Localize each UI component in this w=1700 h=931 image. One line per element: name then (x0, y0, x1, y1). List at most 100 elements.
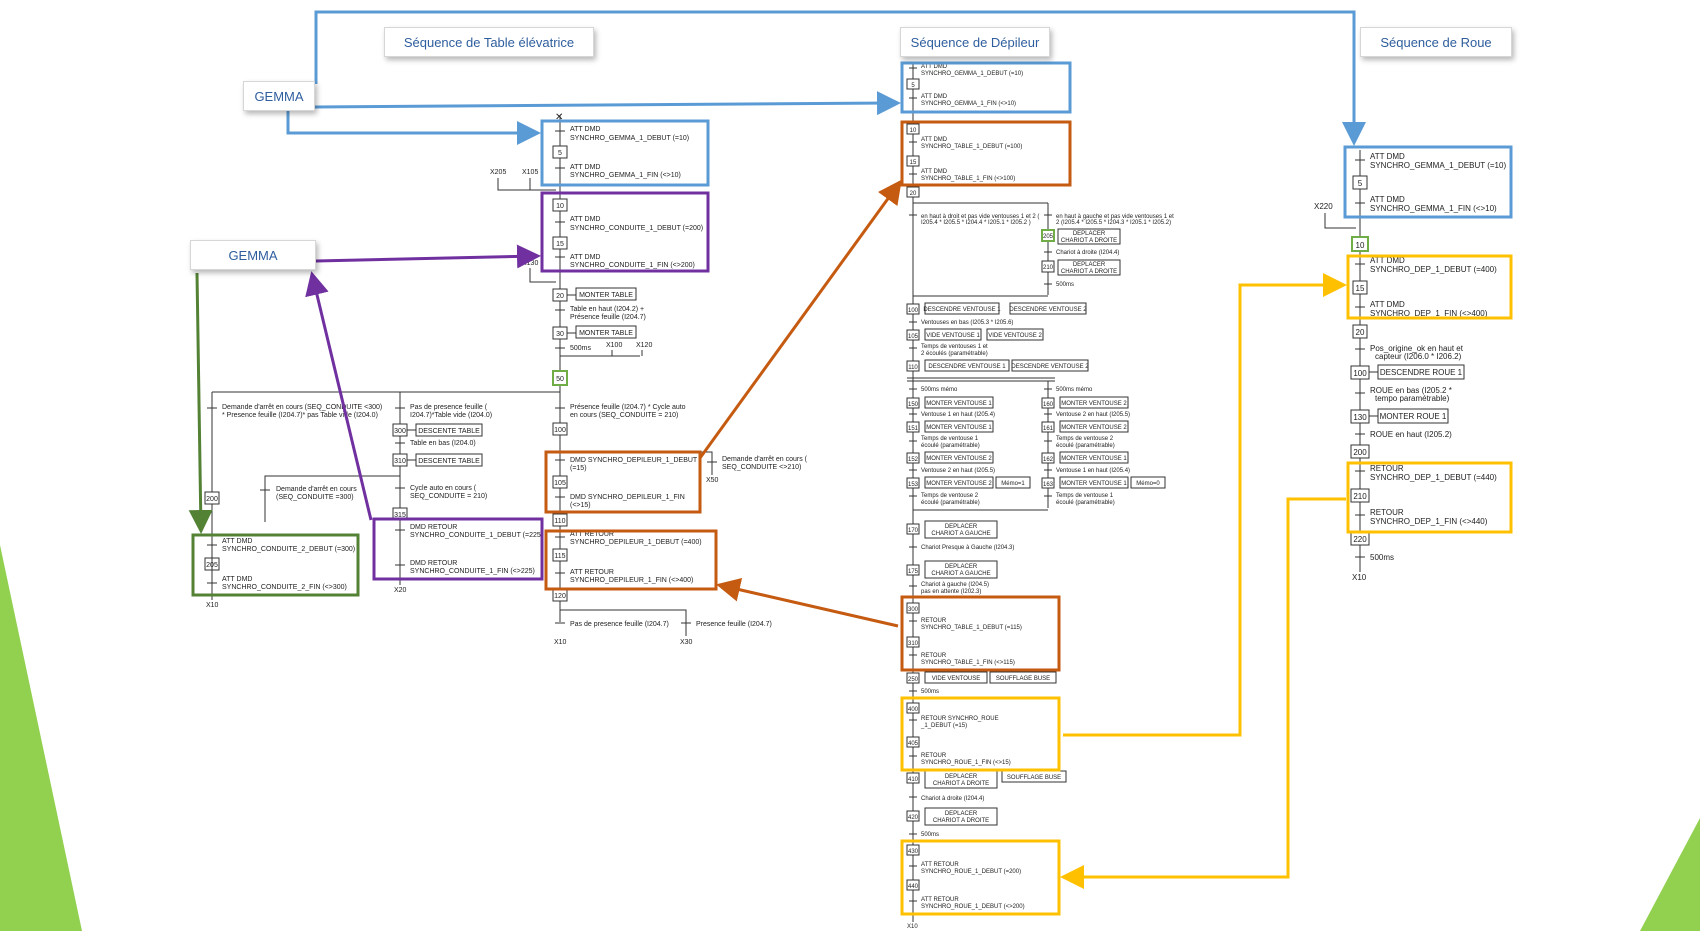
gemma-box-left: GEMMA (190, 240, 316, 270)
arrow-orange-back (716, 577, 899, 628)
table-t-att1: ATT DMD (570, 126, 600, 133)
table-step-50: 50 (556, 376, 564, 383)
table-t-gemma1-fin: SYNCHRO_GEMMA_1_FIN (<>10) (570, 172, 681, 179)
dep-t-500e: 500ms (921, 832, 939, 838)
frame-orange-dep-2 (900, 595, 1061, 672)
dep-t-cg2: pas en attente (I202.3) (921, 589, 981, 595)
dep-a-mv2a: MONTER VENTOUSE 2 (1061, 401, 1127, 407)
roue-t-rbas1: ROUE en bas (I205.2 * (1370, 386, 1452, 395)
dep-t-ret2b: SYNCHRO_TABLE_1_FIN (<>115) (921, 660, 1015, 666)
dep-t-a4b: SYNCHRO_TABLE_1_FIN (<>100) (921, 176, 1015, 182)
arrow-purple-gemma-table (315, 244, 541, 269)
table-jump-x120: X120 (636, 342, 652, 349)
dep-t-tv1a: Temps de ventouse 1 (921, 436, 979, 442)
roue-step-15: 15 (1356, 284, 1365, 293)
roue-step-20: 20 (1356, 328, 1365, 337)
arrow-purple-up (305, 271, 373, 521)
header-depileur-sequence: Séquence de Dépileur (900, 27, 1050, 57)
arrow-blue-gemma-table (286, 111, 541, 145)
table-t-att6: ATT DMD (222, 576, 252, 583)
roue-t-r2: ATT DMD (1370, 195, 1405, 204)
dep-t-v2haut2: Ventouse 2 en haut (I205.5) (921, 468, 995, 474)
dep-t-ret1b: SYNCHRO_TABLE_1_DEBUT (=115) (921, 625, 1022, 631)
dep-a-depl-d5: DEPLACER (945, 774, 978, 780)
dep-t-right2: 2 (I205.4 * I205.5 * I204.3 * I205.1 * I… (1056, 220, 1171, 226)
roue-t-r2b: SYNCHRO_GEMMA_1_FIN (<>10) (1370, 204, 1497, 213)
table-step-30: 30 (556, 331, 564, 338)
arrow-yellow-dep-roue (1063, 273, 1347, 737)
table-jump-x130: X130 (522, 260, 538, 267)
table-step-115: 115 (554, 553, 565, 560)
dep-t-tv1c: Temps de ventouse 1 (1056, 493, 1114, 499)
table-t-cond1f225: SYNCHRO_CONDUITE_1_FIN (<>225) (410, 568, 535, 575)
table-step-300: 300 (394, 428, 406, 435)
roue-t-pos1: Pos_origine_ok en haut et (1370, 344, 1464, 353)
dep-step-161: 161 (1043, 426, 1054, 432)
frame-green-table (191, 533, 360, 597)
roue-t-500: 500ms (1370, 553, 1394, 562)
table-step-20: 20 (556, 293, 564, 300)
dep-t-a3: ATT DMD (921, 137, 948, 143)
arrow-blue-gemma-top (314, 10, 1366, 146)
roue-step-100: 100 (1353, 369, 1367, 378)
dep-t-tv1d: écoulé (paramétrable) (1056, 500, 1115, 506)
table-t-arret3b: SEQ_CONDUITE <>210) (722, 464, 801, 471)
frame-yellow-roue-1 (1346, 254, 1513, 320)
roue-t-r4: ATT DMD (1370, 300, 1405, 309)
dep-t-left1: en haut à droit et pas vide ventouses 1 … (921, 214, 1039, 220)
table-step-120: 120 (554, 593, 566, 600)
frame-purple-table-2 (372, 517, 544, 581)
dep-a-souff1: SOUFFLAGE BUSE (996, 676, 1050, 682)
table-t-pasp3: Pas de presence feuille (I204.7) (570, 621, 669, 628)
dep-step-405: 405 (908, 741, 919, 747)
table-step-310: 310 (394, 458, 406, 465)
table-t-cond1-fin: SYNCHRO_CONDUITE_1_FIN (<>200) (570, 262, 695, 269)
dep-t-v2haut: Ventouse 2 en haut (I205.5) (1056, 412, 1130, 418)
dep-a-desc-v3: DESCENDRE VENTOUSE 1 (928, 364, 1006, 370)
roue-t-r3b: SYNCHRO_DEP_1_DEBUT (=400) (1370, 265, 1497, 274)
dep-t-attr2: ATT RETOUR (921, 897, 959, 903)
frame-yellow-dep-2 (900, 839, 1061, 916)
dep-a-vide-v: VIDE VENTOUSE (932, 676, 981, 682)
dep-step-310: 310 (908, 641, 919, 647)
table-t-dmdr2: DMD RETOUR (410, 560, 457, 567)
dep-a-mv1a: MONTER VENTOUSE 1 (926, 401, 992, 407)
roue-t-r1: ATT DMD (1370, 152, 1405, 161)
table-t-pres2: en cours (SEQ_CONDUITE = 210) (570, 412, 678, 419)
frame-orange-table-1 (544, 450, 702, 514)
dep-a-mv2b: MONTER VENTOUSE 2 (1061, 425, 1127, 431)
dep-t-tv2d: écoulé (paramétrable) (921, 500, 980, 506)
frame-purple-table (540, 191, 710, 273)
table-t-dmd-dep1b: (=15) (570, 465, 587, 472)
dep-a-mem0: Mémo=0 (1136, 481, 1160, 487)
roue-t-r1b: SYNCHRO_GEMMA_1_DEBUT (=10) (1370, 161, 1506, 170)
roue-t-r3: ATT DMD (1370, 256, 1405, 265)
table-t-arret1a: Demande d'arrêt en cours (SEQ_CONDUITE <… (222, 404, 382, 411)
dep-t-cg1: Chariot à gauche (I204.5) (921, 582, 989, 588)
table-t-arret1b: * Presence feuille (I204.7)* pas Table v… (222, 412, 378, 419)
roue-step-200: 200 (1353, 448, 1367, 457)
dep-a-depl-g4: CHARIOT A GAUCHE (931, 571, 990, 577)
dep-step-110: 110 (908, 365, 918, 371)
table-step-15: 15 (556, 241, 564, 248)
decor-triangle-right (1640, 818, 1700, 931)
table-t-bas: Table en bas (I204.0) (410, 440, 476, 447)
dep-t-temps1: Temps de ventouses 1 et (921, 344, 988, 350)
table-t-att-ret1: ATT RETOUR (570, 531, 614, 538)
table-sequence: ✕ 5 10 15 20 30 50 100 105 110 115 120 A… (204, 112, 808, 646)
dep-t-500d: 500ms (921, 689, 939, 695)
table-t-cycle2: SEQ_CONDUITE = 210) (410, 493, 487, 500)
dep-step-105: 105 (908, 334, 919, 340)
dep-t-cd2: Chariot à droite (I204.4) (921, 796, 984, 802)
dep-step-5: 5 (911, 83, 915, 89)
table-action-monter-table-1: MONTER TABLE (579, 292, 633, 299)
table-jump-x10a: X10 (206, 602, 219, 609)
table-t-pres1: Présence feuille (I204.7) * Cycle auto (570, 404, 686, 411)
table-t-att3: ATT DMD (570, 216, 600, 223)
table-step-315: 315 (394, 512, 406, 519)
arrow-blue-gemma-dep (314, 91, 901, 116)
dep-a-depl-g3: DEPLACER (945, 564, 978, 570)
table-jump-x10b: X10 (554, 639, 567, 646)
